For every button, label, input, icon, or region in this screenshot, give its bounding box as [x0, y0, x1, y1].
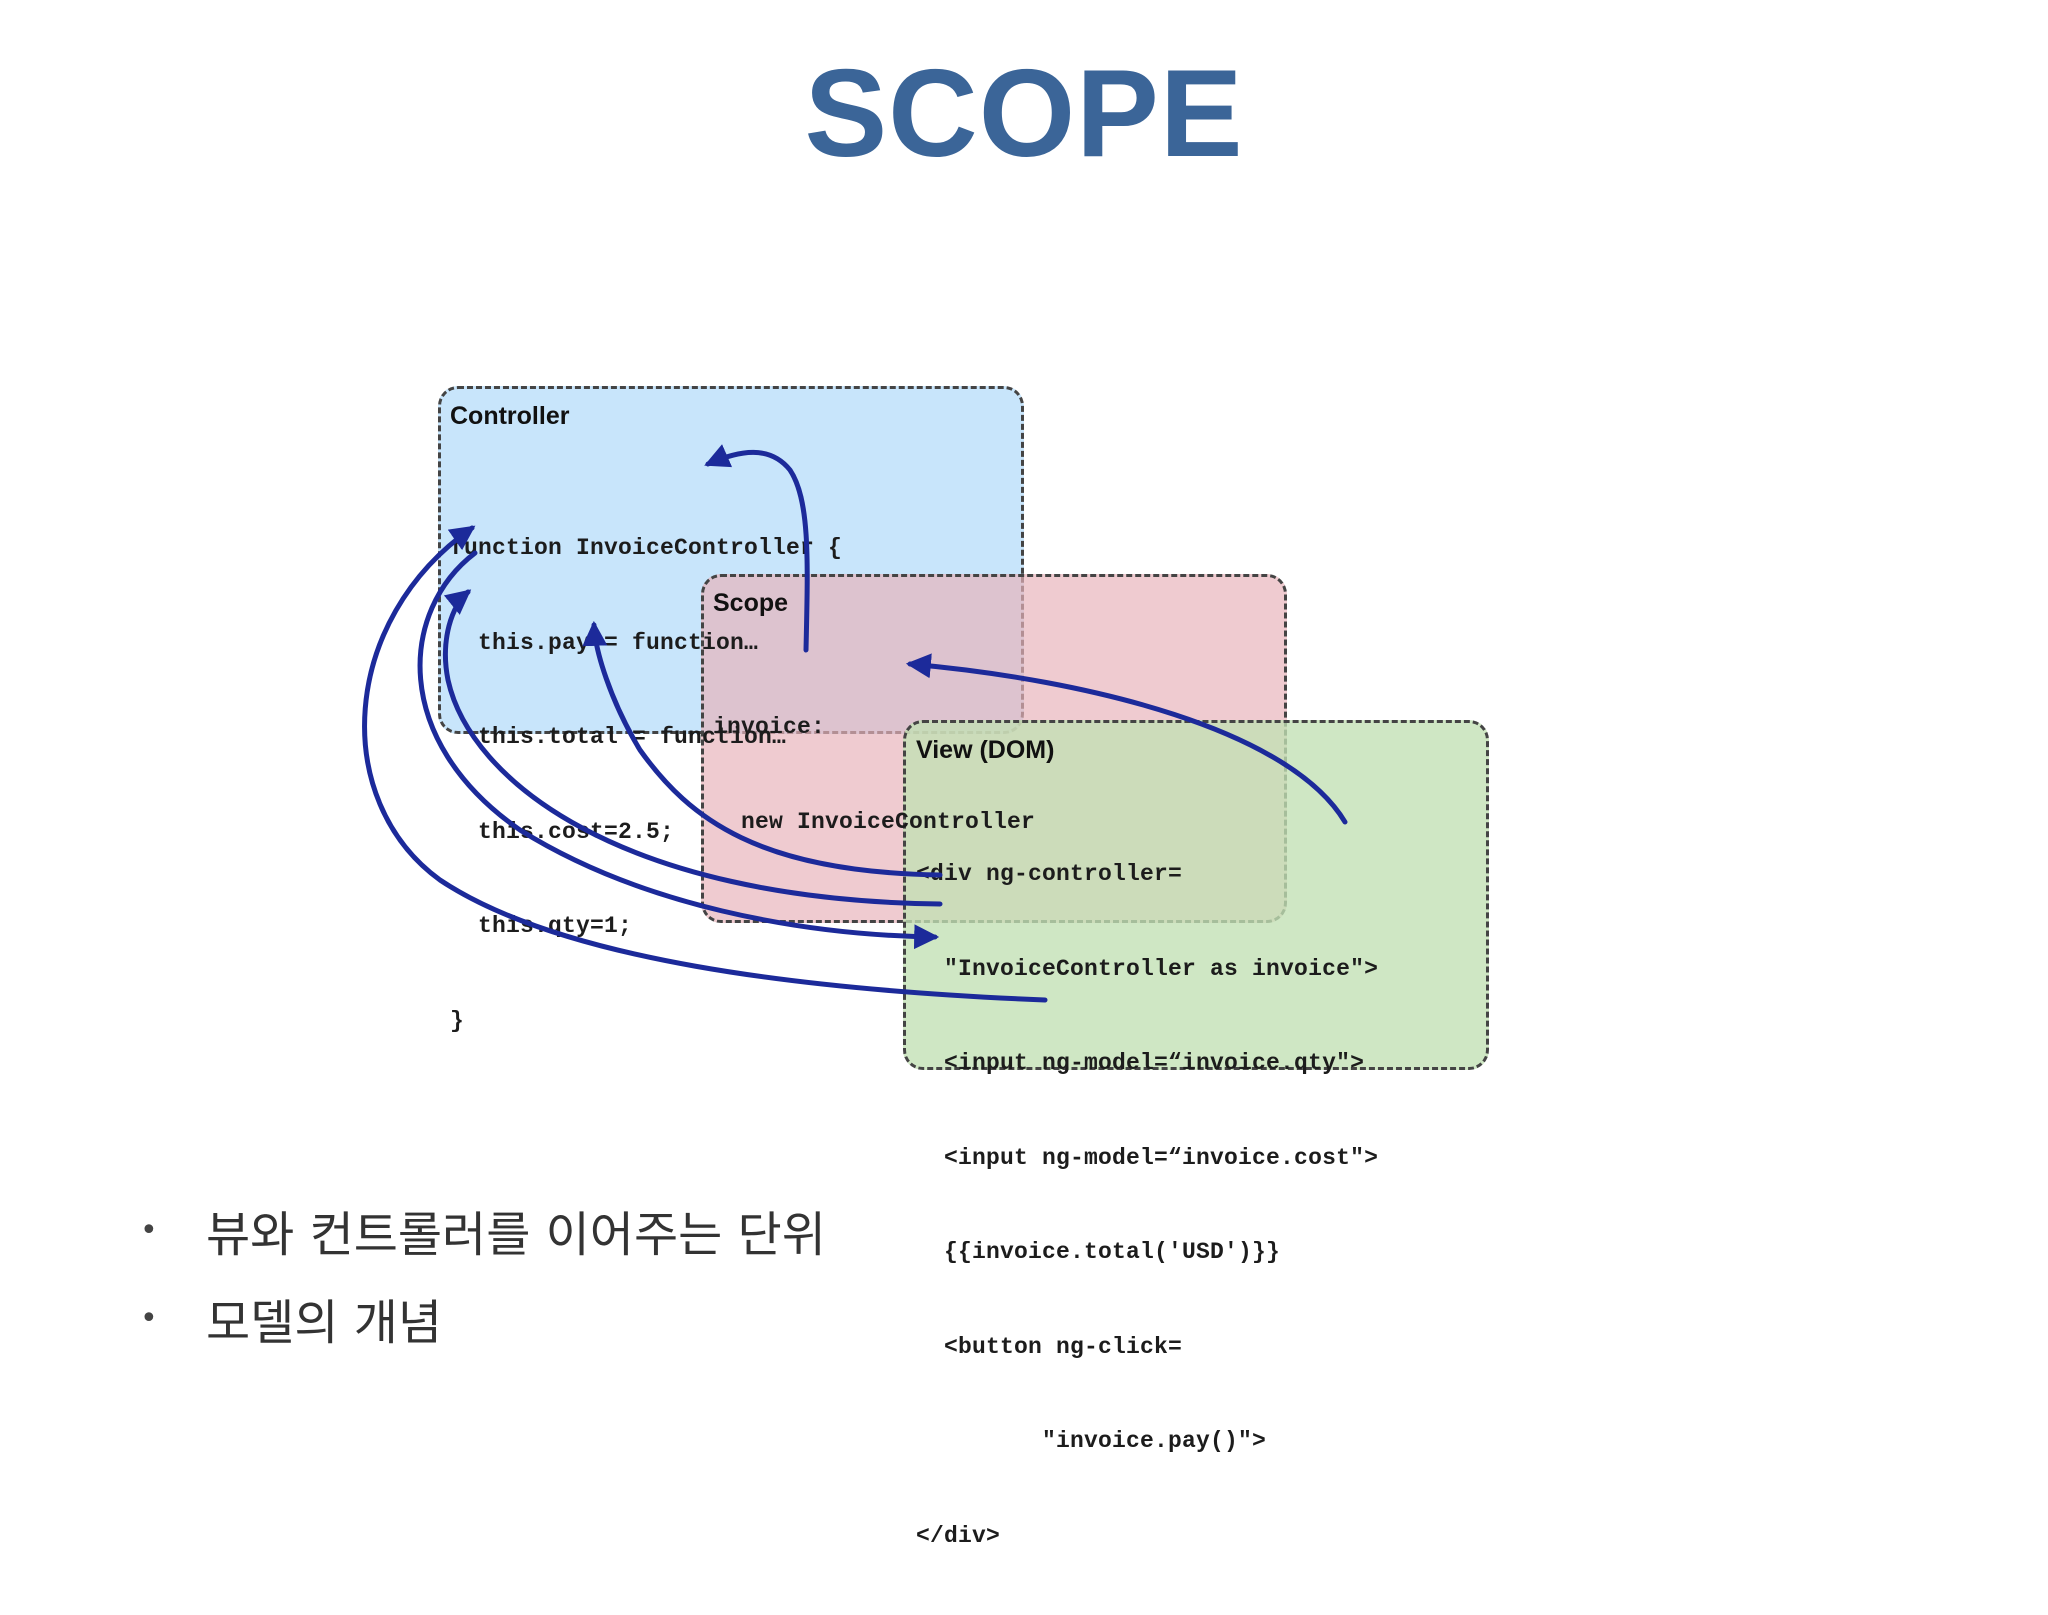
view-code-line: <input ng-model=“invoice.qty">: [916, 1050, 1365, 1076]
view-code-line: <input ng-model=“invoice.cost">: [916, 1144, 1379, 1171]
view-code: <div ng-controller= "InvoiceController a…: [916, 796, 1378, 1615]
bullet-text: 모델의 개념: [206, 1295, 443, 1351]
view-code-line: <button ng-click=: [916, 1333, 1183, 1360]
view-code-line: {{invoice.total('USD')}}: [916, 1239, 1281, 1265]
scope-label: Scope: [713, 589, 789, 617]
controller-label: Controller: [450, 402, 570, 430]
controller-code-line: }: [450, 1007, 465, 1034]
view-code-line: "invoice.pay()">: [916, 1428, 1267, 1454]
controller-code-line: function InvoiceController {: [450, 535, 843, 561]
view-code-line: <div ng-controller=: [916, 861, 1183, 887]
scope-diagram: Controller function InvoiceController { …: [362, 386, 1489, 1549]
bullet-dot: •: [140, 1301, 158, 1336]
bullet-dot: •: [140, 1213, 158, 1248]
bullet-text: 뷰와 컨트롤러를 이어주는 단위: [206, 1207, 826, 1263]
view-code-line: "InvoiceController as invoice">: [916, 955, 1379, 982]
slide-title: SCOPE: [804, 45, 1244, 183]
view-label: View (DOM): [916, 736, 1055, 764]
view-code-line: </div>: [916, 1522, 1001, 1549]
controller-code-line: this.qty=1;: [450, 913, 633, 939]
